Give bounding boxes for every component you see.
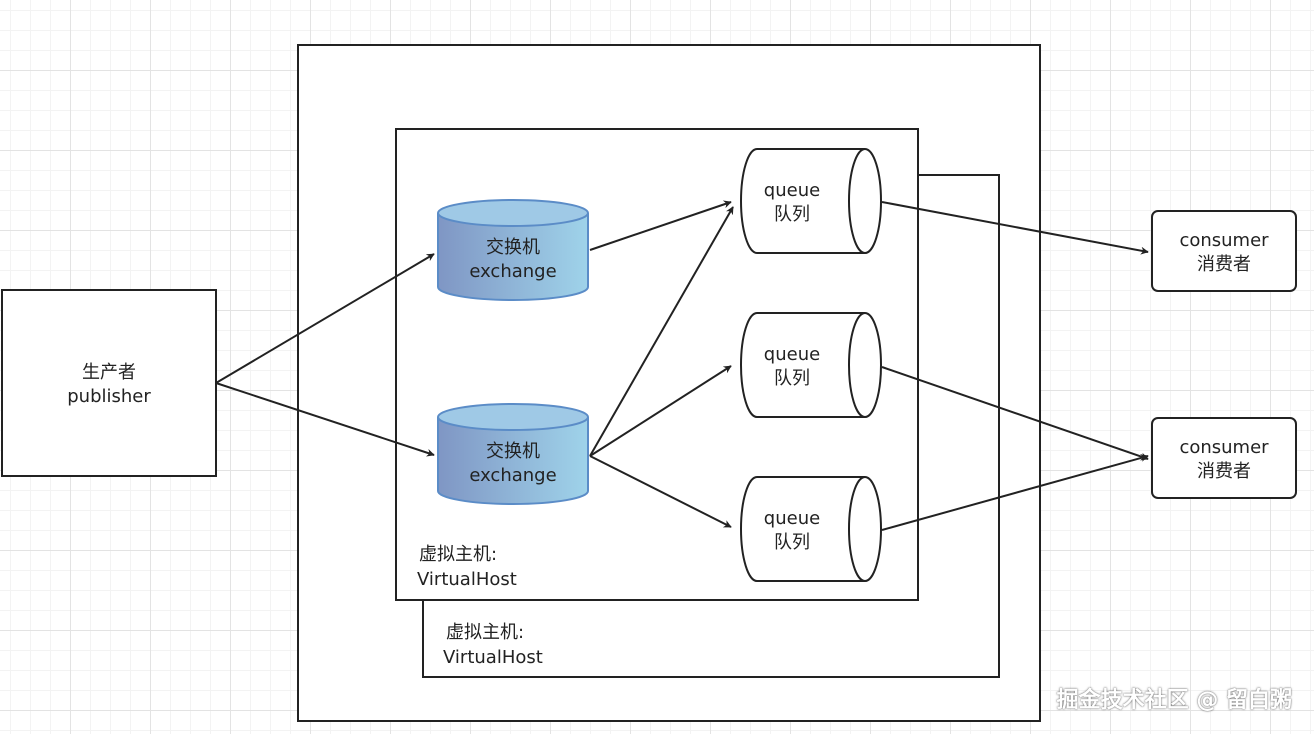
queue-1-label-cn: 队列: [774, 204, 810, 225]
consumer-1-label-en: consumer: [1179, 230, 1269, 251]
virtual-host-back-label-en: VirtualHost: [443, 647, 543, 668]
consumer-node-1: consumer 消费者: [1151, 210, 1297, 292]
queue-3-label-en: queue: [764, 508, 820, 529]
exchange-node-2: 交换机 exchange: [437, 403, 589, 505]
arrow-queue-1-to-consumer-1: [881, 201, 1149, 255]
consumer-node-2: consumer 消费者: [1151, 417, 1297, 499]
arrow-queue-2-to-consumer-2: [881, 366, 1149, 461]
exchange-2-label-cn: 交换机: [486, 441, 540, 462]
consumer-2-label-en: consumer: [1179, 437, 1269, 458]
exchange-node-1: 交换机 exchange: [437, 199, 589, 301]
virtual-host-front-label-cn: 虚拟主机:: [419, 544, 497, 565]
queue-node-3: queue 队列: [740, 476, 882, 582]
watermark: 掘金技术社区 @ 留白粥: [1056, 688, 1292, 713]
arrow-exchange-2-to-queue-3: [589, 455, 732, 528]
virtual-host-back-label-cn: 虚拟主机:: [446, 622, 524, 643]
consumer-2-label-cn: 消费者: [1197, 461, 1251, 482]
exchange-2-label-en: exchange: [469, 465, 556, 486]
exchange-1-label-en: exchange: [469, 261, 556, 282]
exchange-1-label-cn: 交换机: [486, 237, 540, 258]
arrow-publisher-to-exchange-2: [215, 382, 435, 457]
publisher-label-en: publisher: [67, 386, 151, 407]
virtual-host-front-label-en: VirtualHost: [417, 569, 517, 590]
arrow-publisher-to-exchange-1: [215, 253, 435, 384]
publisher-node: 生产者 publisher: [1, 289, 217, 477]
queue-2-label-cn: 队列: [774, 368, 810, 389]
queue-2-label-en: queue: [764, 344, 820, 365]
queue-3-label-cn: 队列: [774, 532, 810, 553]
arrow-exchange-1-to-queue-1: [589, 200, 732, 251]
arrow-exchange-2-to-queue-1: [589, 206, 734, 457]
arrow-queue-3-to-consumer-2: [881, 454, 1149, 531]
queue-1-label-en: queue: [764, 180, 820, 201]
queue-node-2: queue 队列: [740, 312, 882, 418]
arrow-exchange-2-to-queue-2: [589, 365, 732, 457]
queue-node-1: queue 队列: [740, 148, 882, 254]
publisher-label-cn: 生产者: [82, 362, 136, 383]
consumer-1-label-cn: 消费者: [1197, 254, 1251, 275]
